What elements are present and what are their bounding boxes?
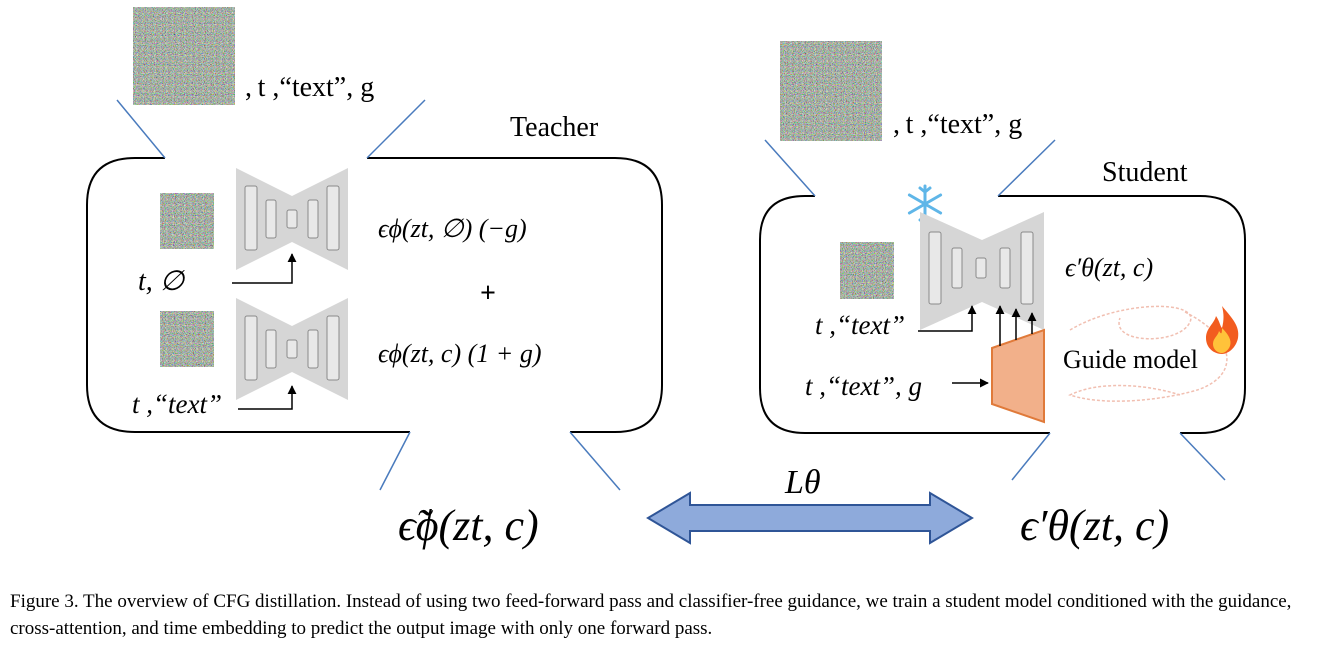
snowflake-icon bbox=[907, 184, 943, 224]
student-text-arrow bbox=[918, 305, 977, 332]
student-formula: ϵ′θ(zt, c) bbox=[1065, 253, 1153, 282]
guide-model-block bbox=[991, 328, 1045, 424]
teacher-cond-noise-image bbox=[160, 311, 214, 367]
loss-double-arrow bbox=[646, 491, 974, 545]
fire-icon bbox=[1206, 306, 1239, 354]
teacher-cond-label: t ,“text” bbox=[132, 389, 222, 419]
trainable-scribble bbox=[1068, 305, 1228, 402]
teacher-callout-line bbox=[379, 431, 411, 491]
teacher-cond-unet bbox=[236, 298, 348, 400]
student-input-text: , t ,“text”, g bbox=[893, 109, 1022, 140]
figure-caption: Figure 3. The overview of CFG distillati… bbox=[10, 588, 1315, 642]
teacher-input-noise-image bbox=[133, 7, 235, 105]
teacher-plus: + bbox=[480, 278, 496, 309]
student-unet bbox=[920, 212, 1044, 330]
teacher-callout-line bbox=[116, 99, 166, 159]
student-input-noise-image bbox=[780, 41, 882, 141]
teacher-label: Teacher bbox=[510, 112, 599, 143]
student-panel: , t ,“text”, g Student bbox=[759, 41, 1246, 550]
teacher-input-text: , t ,“text”, g bbox=[245, 72, 374, 103]
teacher-uncond-formula: ϵϕ(zt, ∅) (−g) bbox=[378, 214, 527, 243]
loss-label: Lθ bbox=[784, 464, 821, 501]
student-callout-line bbox=[1179, 432, 1226, 481]
student-label: Student bbox=[1102, 157, 1188, 188]
student-callout-line bbox=[1011, 432, 1051, 481]
cfg-distillation-diagram: , t ,“text”, g Teacher t, ∅ ϵϕ(zt, ∅) (−… bbox=[86, 7, 1246, 550]
teacher-uncond-unet bbox=[236, 168, 348, 270]
teacher-callout-line bbox=[366, 99, 426, 159]
student-callout-line bbox=[764, 139, 816, 197]
figure-label: Figure 3. bbox=[10, 591, 79, 612]
teacher-cond-arrow bbox=[238, 385, 297, 410]
teacher-panel: , t ,“text”, g Teacher t, ∅ ϵϕ(zt, ∅) (−… bbox=[86, 7, 663, 550]
teacher-callout-box bbox=[86, 157, 663, 433]
caption-text: The overview of CFG distillation. Instea… bbox=[10, 591, 1292, 639]
teacher-uncond-noise-image bbox=[160, 193, 214, 249]
student-callout-line bbox=[997, 139, 1056, 197]
student-callout-box bbox=[759, 195, 1246, 434]
teacher-cond-formula: ϵϕ(zt, c) (1 + g) bbox=[378, 339, 542, 368]
teacher-callout-line bbox=[569, 431, 621, 491]
teacher-output-formula: ϵ̃ϕ(zt, c) bbox=[398, 501, 539, 550]
student-unet-label: t ,“text” bbox=[815, 310, 905, 340]
teacher-uncond-label: t, ∅ bbox=[138, 266, 186, 297]
guide-model-label: Guide model bbox=[1063, 345, 1198, 374]
student-noise-image bbox=[840, 242, 894, 299]
teacher-uncond-cond-arrow bbox=[232, 253, 297, 284]
student-output-formula: ϵ′θ(zt, c) bbox=[1020, 501, 1169, 550]
student-guide-input: t ,“text”, g bbox=[805, 371, 922, 401]
